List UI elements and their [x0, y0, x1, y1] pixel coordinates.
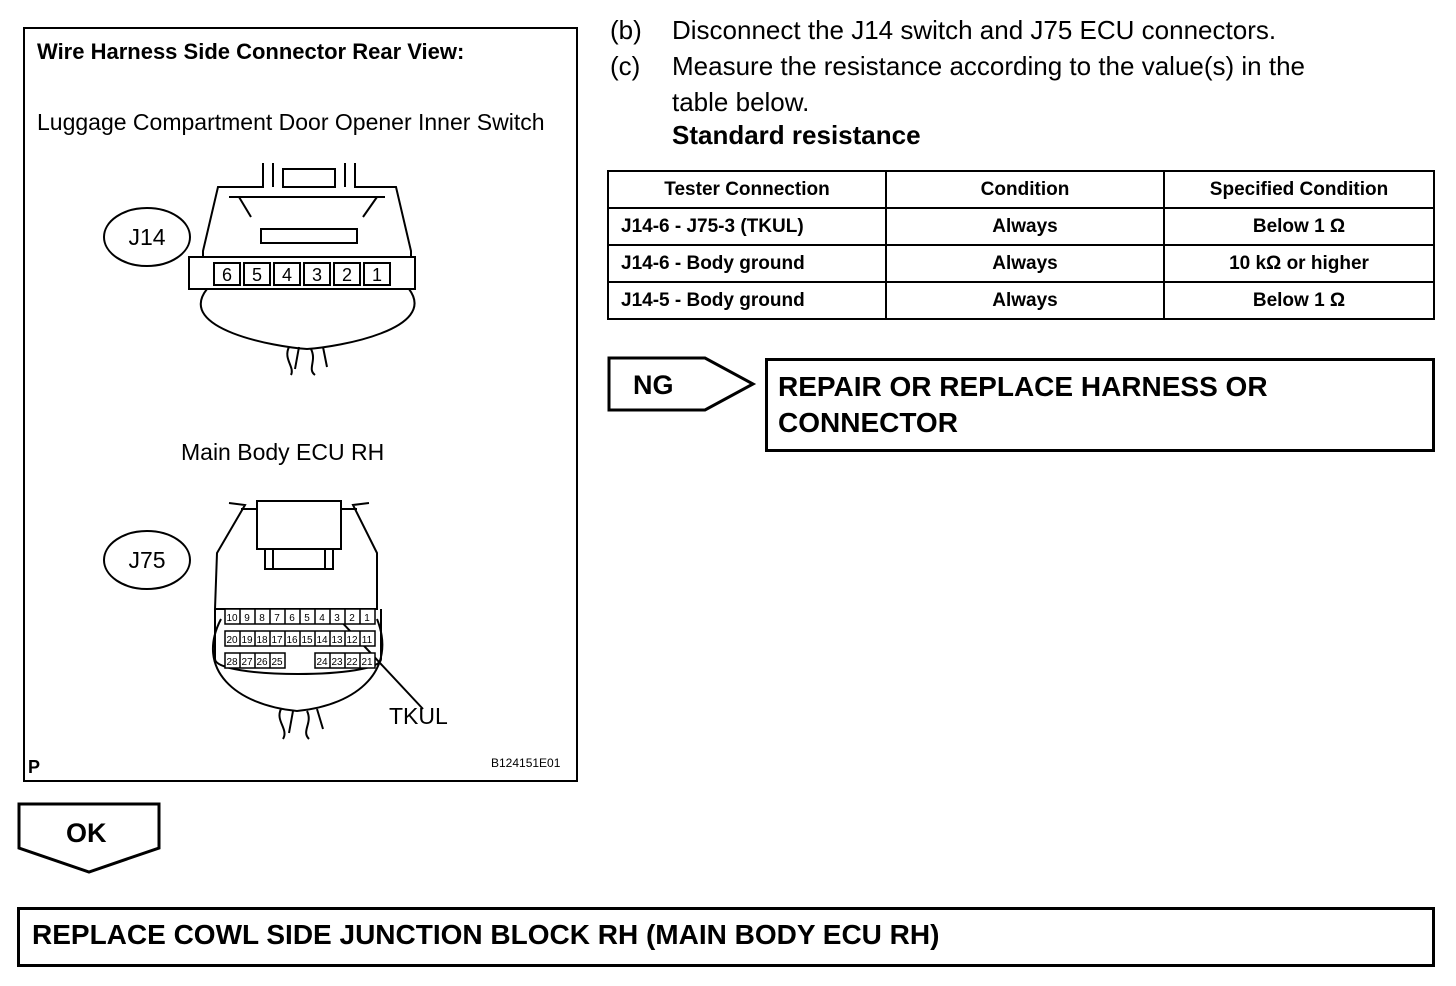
j75-pin-label: 20	[226, 635, 238, 646]
j14-label-ellipse	[103, 207, 191, 267]
j14-label: J14	[128, 224, 165, 250]
j75-pin-label: 16	[286, 635, 298, 646]
step-key: (b)	[610, 15, 642, 45]
step-text: Measure the resistance according to the …	[672, 51, 1306, 81]
table-header: Specified Condition	[1163, 170, 1435, 209]
j14-pin-label: 1	[372, 265, 382, 285]
j75-pin-label: 6	[289, 613, 295, 624]
table-row: J14-6 - J75-3 (TKUL) Always Below 1 Ω	[607, 207, 1435, 246]
j75-caption: Main Body ECU RH	[181, 439, 385, 465]
j75-pin-label: 27	[241, 657, 253, 668]
table-cell: 10 kΩ or higher	[1163, 244, 1435, 283]
j75-pin-label: 9	[244, 613, 250, 624]
step-key: (c)	[610, 51, 641, 81]
j75-pin-grid	[224, 608, 376, 669]
figure-id: B124151E01	[491, 756, 561, 770]
ng-label: NG	[633, 370, 674, 400]
j14-pin-label: 2	[342, 265, 352, 285]
j14-pin-label: 5	[252, 265, 262, 285]
step-c: (c) Measure the resistance according to …	[610, 48, 1430, 120]
table-header: Tester Connection	[607, 170, 887, 209]
j75-pin-label: 8	[259, 613, 265, 624]
table-cell: Always	[885, 281, 1165, 320]
step-b: (b) Disconnect the J14 switch and J75 EC…	[610, 12, 1430, 48]
step-text: table below.	[672, 87, 810, 117]
table-cell: J14-6 - Body ground	[607, 244, 887, 283]
j75-pin-label: 26	[256, 657, 268, 668]
j75-pin-label: 23	[331, 657, 343, 668]
j75-pin-label: 13	[331, 635, 343, 646]
j75-label: J75	[128, 547, 165, 573]
ng-result-box: REPAIR OR REPLACE HARNESS OR CONNECTOR	[765, 358, 1435, 452]
j75-pin-label: 28	[226, 657, 238, 668]
figure-title: Wire Harness Side Connector Rear View:	[37, 39, 465, 64]
j75-connector-diagram	[211, 500, 424, 740]
j75-pin-label: 12	[346, 635, 358, 646]
table-cell: Below 1 Ω	[1163, 207, 1435, 246]
j75-pin-label: 18	[256, 635, 268, 646]
j14-pin-label: 6	[222, 265, 232, 285]
ok-action-text: REPLACE COWL SIDE JUNCTION BLOCK RH (MAI…	[32, 919, 940, 950]
j75-pin-label: 22	[346, 657, 358, 668]
ng-arrow-icon: NG	[607, 356, 757, 412]
j14-connector-diagram	[188, 163, 416, 376]
j75-label-ellipse	[103, 530, 191, 590]
j75-pin-label: 24	[316, 657, 328, 668]
table-header-row: Tester Connection Condition Specified Co…	[607, 170, 1435, 209]
j75-pin-label: 19	[241, 635, 253, 646]
table-cell: J14-6 - J75-3 (TKUL)	[607, 207, 887, 246]
j75-pin-label: 17	[271, 635, 283, 646]
j75-pin-label: 7	[274, 613, 280, 624]
step-text: Disconnect the J14 switch and J75 ECU co…	[672, 15, 1277, 45]
table-header: Condition	[885, 170, 1165, 209]
connector-figure: Wire Harness Side Connector Rear View: L…	[23, 27, 578, 782]
j14-caption: Luggage Compartment Door Opener Inner Sw…	[37, 109, 545, 135]
j75-pin-label: 4	[319, 613, 325, 624]
ok-label: OK	[66, 818, 107, 848]
table-row: J14-6 - Body ground Always 10 kΩ or high…	[607, 244, 1435, 283]
j75-pin-label: 25	[271, 657, 283, 668]
j14-pin-row	[213, 262, 391, 286]
table-row: J14-5 - Body ground Always Below 1 Ω	[607, 281, 1435, 320]
j75-pin-label: 3	[334, 613, 340, 624]
j14-pin-label: 4	[282, 265, 292, 285]
j75-pin-label: 11	[362, 635, 373, 646]
ok-result-box: REPLACE COWL SIDE JUNCTION BLOCK RH (MAI…	[17, 907, 1435, 967]
resistance-table: Tester Connection Condition Specified Co…	[607, 170, 1435, 320]
table-cell: Always	[885, 207, 1165, 246]
ok-arrow-icon: OK	[17, 802, 161, 874]
corner-mark: P	[28, 757, 41, 777]
j75-pin-label: 2	[349, 613, 355, 624]
table-cell: Below 1 Ω	[1163, 281, 1435, 320]
j75-pin-label: 14	[316, 635, 328, 646]
tkul-label: TKUL	[389, 703, 448, 729]
j75-pin-label: 1	[364, 613, 370, 624]
ng-action-text: REPAIR OR REPLACE HARNESS OR CONNECTOR	[778, 371, 1268, 438]
connector-drawing: 6 5 4 3 2 1 J14	[103, 163, 448, 740]
j75-pin-label: 15	[301, 635, 313, 646]
j75-pin-label: 21	[361, 657, 373, 668]
standard-resistance-label: Standard resistance	[672, 120, 921, 150]
j75-pin-label: 10	[226, 613, 238, 624]
j75-pin-label: 5	[304, 613, 310, 624]
table-cell: Always	[885, 244, 1165, 283]
table-cell: J14-5 - Body ground	[607, 281, 887, 320]
j14-pin-label: 3	[312, 265, 322, 285]
